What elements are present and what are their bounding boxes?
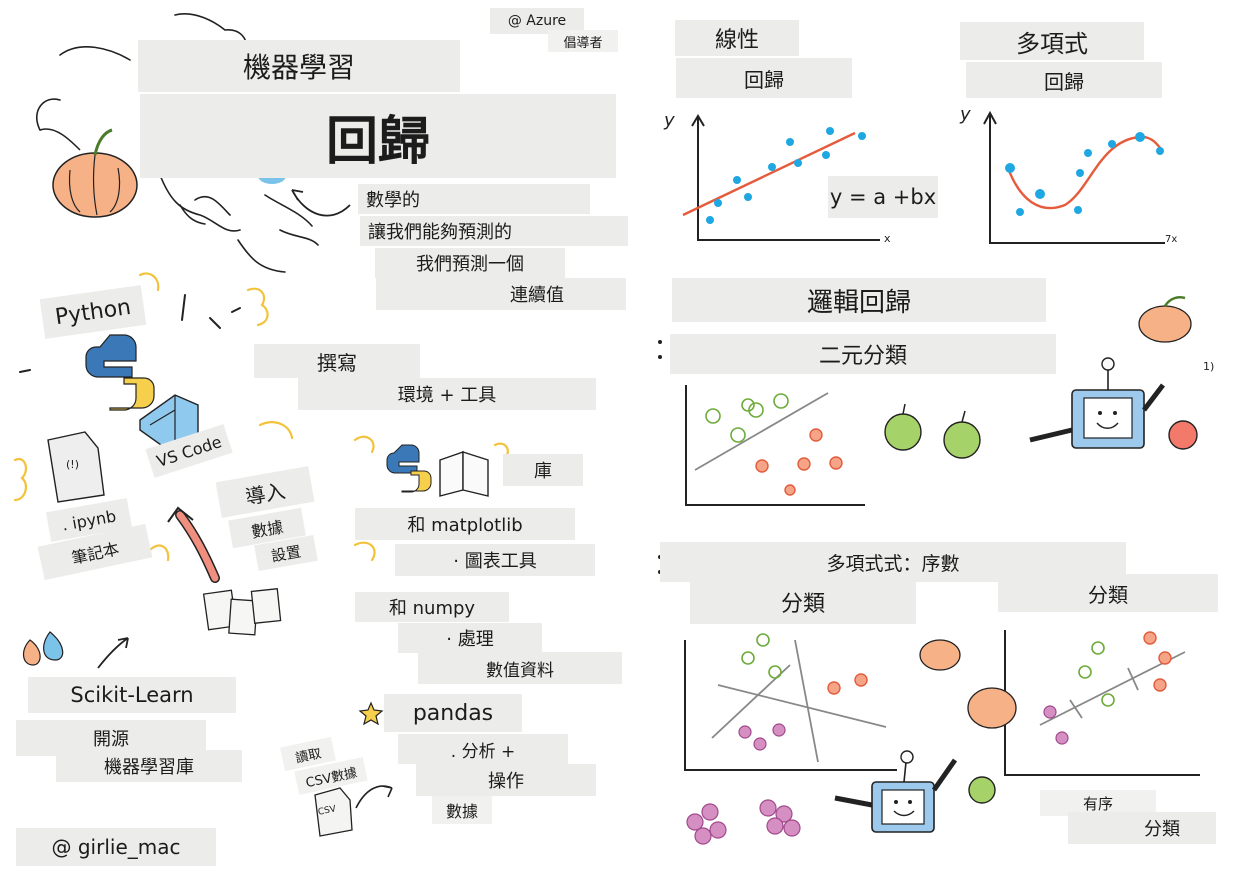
poly-fit-curve [1006, 135, 1164, 210]
linear-chart [682, 114, 880, 241]
linear-axes [697, 118, 880, 241]
operate-label: 操作 [416, 764, 596, 796]
title-line1: 機器學習 [138, 40, 460, 92]
ordinal-label-2: 分類 [1068, 812, 1216, 844]
dots-icon [658, 340, 662, 574]
multi-right-title: 分類 [998, 574, 1218, 612]
python-small-icon [386, 444, 432, 493]
binary-title: 二元分類 [670, 334, 1056, 374]
poly-ylabel: y [960, 104, 971, 125]
grape-bunch-icon [686, 799, 801, 845]
process-label: · 處理 [398, 623, 542, 653]
green-apple-large-icon [884, 403, 981, 459]
up-arrow-icon [167, 506, 220, 583]
notebook-icon-text: (!) [66, 458, 79, 471]
green-apple-large-icon [968, 776, 996, 804]
robot-icon [834, 750, 958, 833]
ordinal-chart [1004, 630, 1200, 776]
chart-tool-label: · 圖表工具 [395, 544, 595, 576]
write-label: 撰寫 [254, 344, 420, 378]
robot-icon [1029, 357, 1198, 450]
page-title: 回歸 [140, 94, 616, 178]
green-apple-icon [705, 393, 789, 443]
intro-line4: 連續值 [376, 278, 626, 310]
decision-boundary [694, 392, 829, 471]
green-apple-icon [1078, 641, 1115, 707]
data-papers-icon [202, 588, 282, 636]
linear-title: 線性 [675, 20, 799, 56]
azure-role: 倡導者 [548, 30, 618, 52]
csv-file-icon [314, 787, 353, 837]
red-apple-icon [1143, 631, 1172, 692]
env-label: 環境 + 工具 [298, 378, 596, 410]
linear-ylabel: y [664, 110, 675, 131]
map-sketch-icon [35, 13, 319, 273]
analyze-label: . 分析 + [398, 734, 568, 764]
intro-line3: 我們預測一個 [375, 248, 565, 278]
notebook-file-icon [47, 431, 105, 503]
red-apple-icon [755, 428, 843, 496]
pumpkin-small-icon [919, 639, 1017, 729]
linear-fit-line [682, 131, 856, 217]
binary-chart [685, 385, 865, 506]
green-apple-icon [741, 633, 782, 679]
linear-subtitle: 回歸 [676, 58, 852, 98]
linear-formula: y = a +bx [828, 176, 938, 218]
grape-icon [1043, 705, 1069, 745]
author-handle: @ girlie_mac [16, 828, 216, 866]
ordinal-label-1: 有序 [1040, 790, 1156, 816]
intro-line2: 讓我們能夠預測的 [360, 216, 628, 246]
numpy-label: 和 numpy [355, 592, 509, 622]
ml-library-label: 機器學習庫 [56, 750, 242, 782]
linear-xlabel: x [884, 232, 891, 245]
scikit-logo-icon [23, 631, 64, 666]
linear-points [706, 127, 866, 224]
multi-left-title: 分類 [690, 580, 916, 624]
poly-points [1005, 132, 1164, 216]
poly-subtitle: 回歸 [966, 62, 1162, 98]
scikit-label: Scikit-Learn [28, 677, 236, 713]
python-logo-icon [85, 334, 155, 411]
azure-handle: @ Azure [490, 8, 584, 34]
grape-icon [738, 723, 786, 751]
poly-title: 多項式 [960, 22, 1144, 60]
red-apple-icon [827, 673, 868, 695]
book-icon [439, 451, 489, 497]
tick-marks-icon [19, 294, 241, 373]
poly-xlabel: 7x [1165, 234, 1178, 245]
multinomial-chart [684, 633, 897, 771]
logistic-note: 1) [1203, 360, 1215, 373]
matplotlib-label: 和 matplotlib [355, 508, 575, 540]
arrow-icon [355, 785, 393, 809]
poly-chart [983, 110, 1165, 244]
sparkle-icon [13, 272, 509, 562]
logistic-title: 邏輯回歸 [672, 278, 1046, 322]
pumpkin-icon [39, 128, 138, 218]
pandas-data-label: 數據 [432, 796, 492, 824]
pandas-label: pandas [384, 694, 522, 732]
lib-label: 庫 [503, 454, 583, 486]
arrow-icon [97, 637, 129, 669]
pumpkin-small-icon [1138, 296, 1192, 343]
arrow-icon [291, 189, 351, 217]
star-icon [358, 701, 384, 726]
intro-line1: 數學的 [358, 184, 590, 214]
numeric-label: 數值資料 [418, 652, 622, 684]
